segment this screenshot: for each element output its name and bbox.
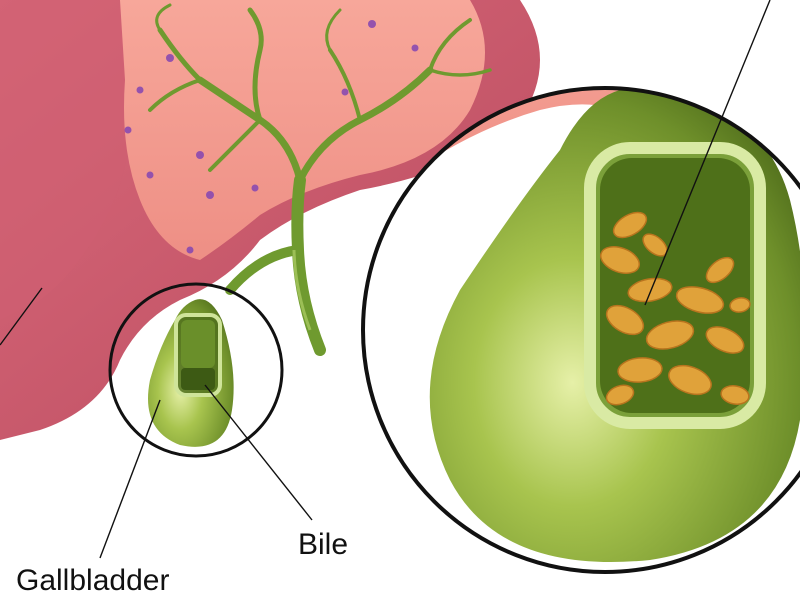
bile-label: Bile bbox=[298, 528, 349, 561]
small-zoom-circle bbox=[108, 282, 284, 458]
liver-edge-line bbox=[0, 287, 43, 346]
liver-lobe-highlight bbox=[0, 0, 133, 320]
bile-leader-line-small bbox=[204, 384, 313, 521]
gallbladder-label: Gallbladder bbox=[16, 564, 170, 597]
bile-duct-tree bbox=[148, 3, 492, 356]
small-gallbladder bbox=[148, 299, 234, 447]
gallstones bbox=[600, 211, 751, 406]
bile-leader-line-big bbox=[644, 0, 771, 306]
gallbladder-leader-line bbox=[99, 399, 161, 559]
liver-cells bbox=[124, 20, 419, 254]
bile-duct-highlight bbox=[292, 249, 312, 331]
big-zoom-circle bbox=[361, 86, 800, 574]
